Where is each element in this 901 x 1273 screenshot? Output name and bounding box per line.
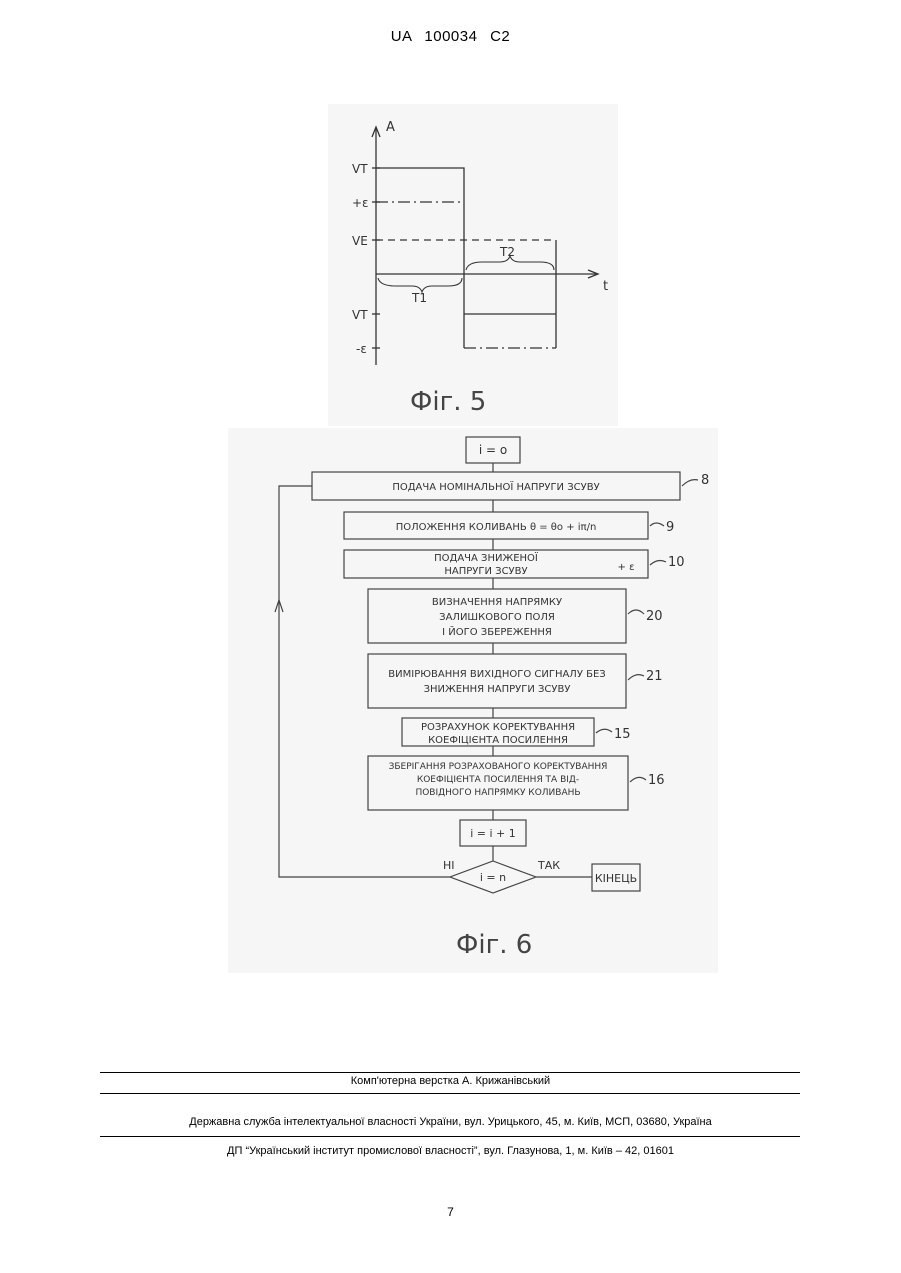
fig6-loop-back-line — [279, 486, 450, 877]
fig6-step10-eps: + ε — [618, 562, 635, 573]
fig6-decision-text: i = n — [480, 871, 506, 884]
fig5-waveform-figure: A t VT +ε VE VT -ε T1 T2 Фіг. 5 — [0, 0, 901, 430]
fig6-ref-20: 20 — [646, 609, 663, 624]
fig6-ref-9: 9 — [666, 520, 674, 535]
fig5-minus-eps-label: -ε — [356, 342, 367, 356]
fig6-step20-text-line1: ВИЗНАЧЕННЯ НАПРЯМКУ — [432, 597, 562, 608]
fig6-ref-16: 16 — [648, 773, 665, 788]
fig6-ref-15: 15 — [614, 727, 631, 742]
fig6-step21-text-line1: ВИМІРЮВАННЯ ВИХІДНОГО СИГНАЛУ БЕЗ — [388, 669, 605, 680]
fig6-step21-box — [368, 654, 626, 708]
fig6-ref-8: 8 — [701, 473, 709, 488]
fig5-axis-y-label: A — [386, 120, 395, 135]
footer-typesetting: Комп'ютерна верстка А. Крижанівський — [0, 1075, 901, 1087]
fig6-step10-text-line1: ПОДАЧА ЗНИЖЕНОЇ — [434, 551, 538, 564]
fig5-ve-label: VE — [352, 234, 368, 248]
footer-rule-top — [100, 1072, 800, 1073]
fig6-ref-10: 10 — [668, 555, 685, 570]
footer-rule-middle — [100, 1093, 800, 1094]
fig6-step16-text-line1: ЗБЕРІГАННЯ РОЗРАХОВАНОГО КОРЕКТУВАННЯ — [389, 762, 608, 772]
page-number: 7 — [0, 1205, 901, 1219]
fig6-step9-text: ПОЛОЖЕННЯ КОЛИВАНЬ θ = θo + iπ/n — [396, 522, 597, 533]
footer-institute: ДП “Український інститут промислової вла… — [0, 1145, 901, 1157]
fig5-t2-label: T2 — [499, 245, 515, 259]
fig6-step16-text-line2: КОЕФІЦІЄНТА ПОСИЛЕННЯ ТА ВІД- — [417, 775, 579, 785]
fig5-vt-bottom-label: VT — [352, 308, 368, 322]
fig5-vt-top-label: VT — [352, 162, 368, 176]
fig5-axis-x-label: t — [603, 279, 608, 294]
fig6-step8-text: ПОДАЧА НОМІНАЛЬНОЇ НАПРУГИ ЗСУВУ — [392, 480, 599, 493]
fig6-ref-21: 21 — [646, 669, 663, 684]
fig6-increment-text: i = i + 1 — [470, 827, 516, 840]
fig5-brace-t1 — [378, 278, 462, 292]
fig6-step15-text-line1: РОЗРАХУНОК КОРЕКТУВАННЯ — [421, 722, 575, 733]
fig6-branch-yes-label: ТАК — [537, 859, 560, 872]
fig6-end-text: КІНЕЦЬ — [595, 872, 637, 885]
fig6-step21-text-line2: ЗНИЖЕННЯ НАПРУГИ ЗСУВУ — [424, 684, 571, 695]
fig5-pulse-t1 — [376, 168, 464, 274]
fig6-step20-text-line3: І ЙОГО ЗБЕРЕЖЕННЯ — [442, 625, 552, 638]
fig6-step16-text-line3: ПОВІДНОГО НАПРЯМКУ КОЛИВАНЬ — [415, 788, 580, 798]
fig6-step15-text-line2: КОЕФІЦІЄНТА ПОСИЛЕННЯ — [428, 735, 568, 746]
fig5-plus-eps-label: +ε — [352, 196, 369, 210]
fig6-branch-no-label: НІ — [443, 859, 455, 872]
fig5-t1-label: T1 — [411, 291, 427, 305]
fig6-step20-text-line2: ЗАЛИШКОВОГО ПОЛЯ — [439, 612, 555, 623]
fig6-flowchart: i = o ПОДАЧА НОМІНАЛЬНОЇ НАПРУГИ ЗСУВУ П… — [0, 430, 901, 975]
fig6-step10-text-line2: НАПРУГИ ЗСУВУ — [444, 566, 527, 577]
fig6-init-text: i = o — [479, 443, 507, 457]
footer-rule-bottom — [100, 1136, 800, 1137]
footer-agency: Державна служба інтелектуальної власност… — [0, 1116, 901, 1128]
fig5-caption: Фіг. 5 — [410, 387, 486, 417]
fig6-caption: Фіг. 6 — [456, 930, 532, 960]
